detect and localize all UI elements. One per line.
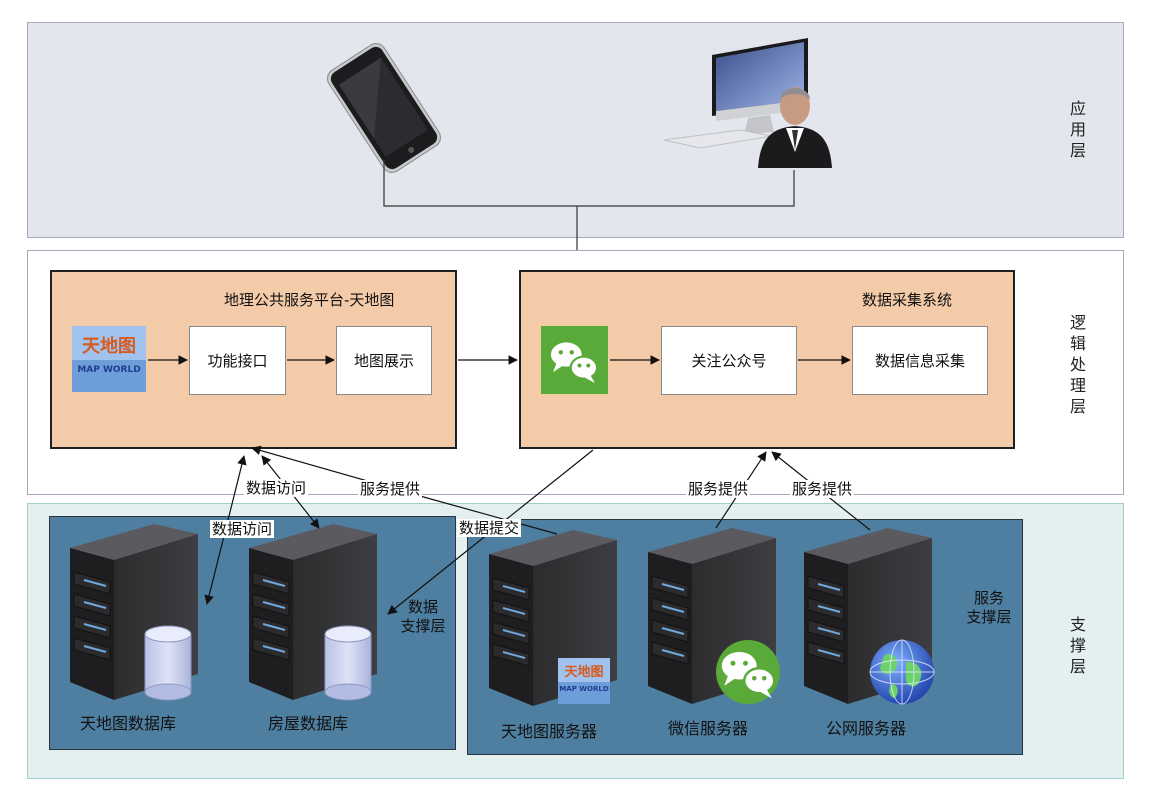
smartphone-icon — [326, 43, 442, 173]
service-provide-label-1: 服务提供 — [358, 480, 423, 498]
tianditu-database-icon — [144, 625, 192, 701]
data-support-layer-label: 数据支撑层 — [388, 598, 458, 636]
support-layer-label: 支撑层 — [1069, 615, 1086, 676]
tianditu-database-label: 天地图数据库 — [80, 714, 177, 733]
tianditu-server-logo-icon: 天地图 MAP WORLD — [558, 658, 610, 704]
app-layer-connector — [383, 160, 795, 250]
wechat-server-label: 微信服务器 — [668, 719, 749, 738]
svg-text:MAP WORLD: MAP WORLD — [559, 685, 608, 693]
logic-layer-label: 逻辑处理层 — [1069, 313, 1086, 416]
house-database-label: 房屋数据库 — [268, 714, 349, 733]
follow-official-account-box: 关注公众号 — [661, 326, 797, 395]
data-support-layer-text: 数据支撑层 — [400, 598, 446, 635]
service-provide-label-2: 服务提供 — [686, 480, 751, 498]
tianditu-server-label: 天地图服务器 — [501, 722, 598, 741]
data-access-label-1: 数据访问 — [244, 479, 309, 497]
data-collection-system-title: 数据采集系统 — [862, 291, 953, 309]
wechat-icon — [541, 326, 608, 394]
service-provide-label-3: 服务提供 — [790, 480, 855, 498]
service-support-layer-text: 服务支撑层 — [966, 589, 1012, 626]
data-access-label-2: 数据访问 — [210, 520, 275, 538]
data-submit-label: 数据提交 — [457, 519, 522, 537]
svg-text:天地图: 天地图 — [564, 664, 603, 680]
service-support-layer-label: 服务支撑层 — [956, 589, 1022, 627]
house-database-icon — [324, 625, 372, 701]
application-layer-label: 应用层 — [1069, 99, 1086, 160]
application-layer — [27, 22, 1124, 238]
public-network-server-label: 公网服务器 — [826, 719, 907, 738]
wechat-server-logo-icon — [716, 640, 780, 704]
svg-text:MAP WORLD: MAP WORLD — [77, 365, 140, 375]
tianditu-logo-icon: 天地图 MAP WORLD — [72, 326, 146, 392]
globe-icon — [869, 639, 935, 705]
function-interface-box: 功能接口 — [189, 326, 286, 395]
user-person-icon — [758, 87, 832, 168]
data-info-collection-box: 数据信息采集 — [852, 326, 988, 395]
map-display-box: 地图展示 — [336, 326, 432, 395]
geo-service-platform-title: 地理公共服务平台-天地图 — [224, 291, 395, 309]
svg-text:天地图: 天地图 — [82, 335, 136, 357]
